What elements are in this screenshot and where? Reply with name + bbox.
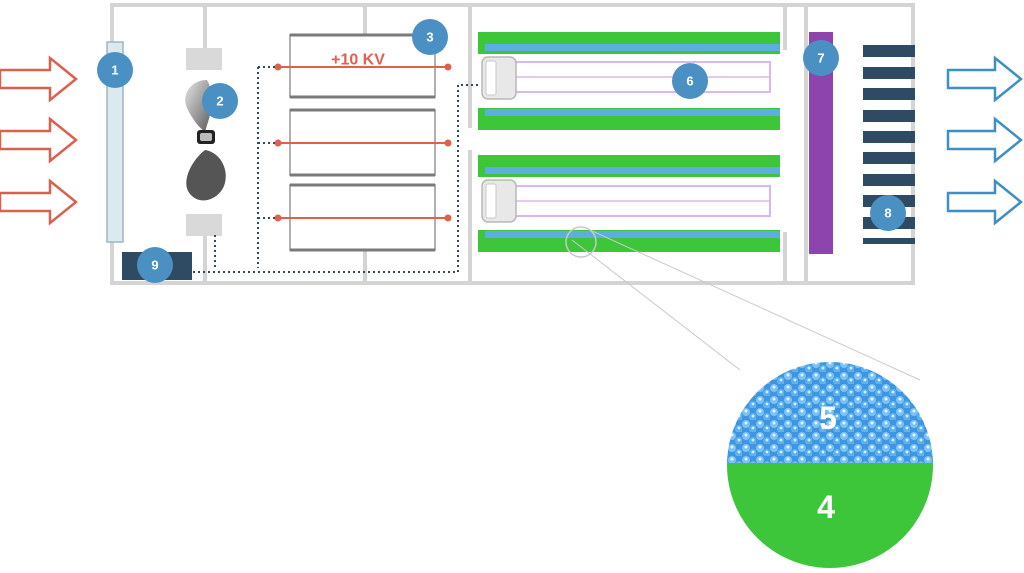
ionizer-fan [185,48,226,236]
badge-3: 3 [412,19,448,55]
svg-text:8: 8 [884,206,891,221]
badge-9: 9 [137,247,173,283]
badge-7: 7 [803,40,839,76]
outlet-arrow-icon [946,55,1023,103]
uv-chamber-top [478,32,780,130]
pre-filter [106,41,124,243]
uv-lamp-icon [481,179,771,223]
svg-text:7: 7 [817,51,824,66]
badge-1: 1 [97,52,133,88]
fan-icon [185,80,226,201]
outlet-arrows [946,55,1023,226]
magnifier-zoom-icon [565,226,921,381]
outlet-arrow-icon [946,116,1023,164]
control-wiring [188,66,478,273]
svg-text:6: 6 [686,74,693,89]
voltage-label: +10 KV [331,52,385,69]
inlet-arrow-icon [0,116,78,164]
badge-6: 6 [672,63,708,99]
electrostatic-plates: +10 KV [274,33,452,252]
zoom-detail [727,362,933,568]
svg-text:9: 9 [151,258,158,273]
inlet-arrows [0,55,78,226]
uv-lamp-icon [481,56,771,100]
inlet-arrow-icon [0,178,78,226]
uv-chamber-bottom [478,155,780,252]
badge-2: 2 [202,83,238,119]
zoom-label-4: 4 [817,489,835,525]
outlet-arrow-icon [946,178,1023,226]
svg-text:3: 3 [426,30,433,45]
badge-8: 8 [870,195,906,231]
zoom-label-5: 5 [819,400,837,436]
svg-text:1: 1 [111,63,118,78]
svg-text:2: 2 [216,94,223,109]
inlet-arrow-icon [0,55,78,103]
